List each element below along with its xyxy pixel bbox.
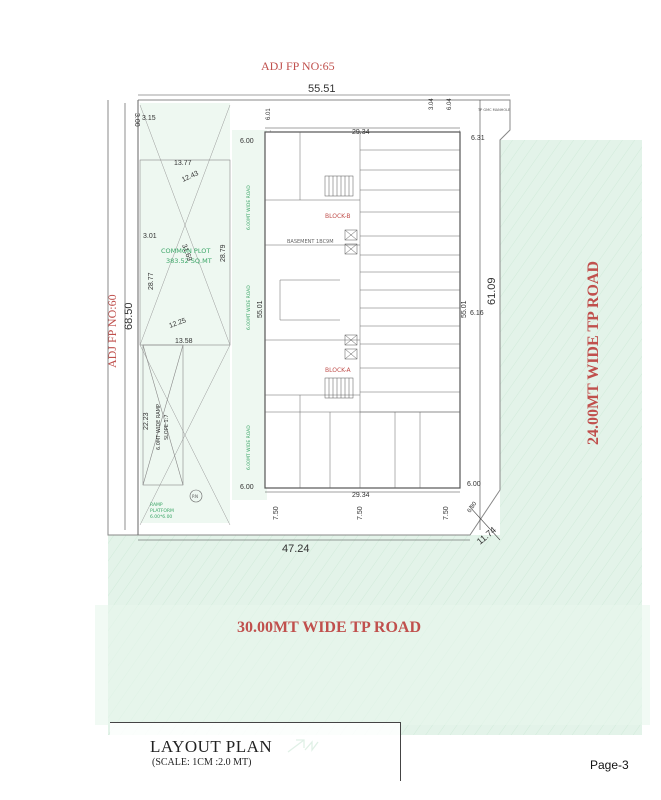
- wide-road-label-2: 6.00MT WIDE ROAD: [246, 285, 252, 330]
- wide-road-label-1: 6.00MT WIDE ROAD: [246, 185, 252, 230]
- plot-boundary: [107, 99, 511, 536]
- dim-22-23: 22.23: [143, 412, 150, 430]
- dim-7-50-b: 7.50: [357, 506, 364, 520]
- ramp-slope-label: SLOPE 1:7: [164, 414, 170, 440]
- dim-13-77: 13.77: [174, 160, 192, 167]
- building-footprint: [264, 131, 461, 489]
- road-area-bottom: [95, 535, 650, 735]
- dim-55-01-left: 55.01: [257, 300, 264, 318]
- dim-29-34-top: 29.34: [352, 129, 370, 136]
- dimension-lines: [124, 94, 510, 541]
- tp-manhole-label: TP GMC MANHOLE: [477, 108, 510, 112]
- dim-3-00: 3.00: [133, 113, 140, 127]
- dim-13-58: 13.58: [175, 338, 193, 345]
- ramp-platform-size-label: 6.00*6.00: [150, 514, 172, 520]
- ramp-label: 6.0MT WIDE RAMP: [156, 404, 162, 450]
- block-b-plan: [265, 132, 460, 488]
- title-block: LAYOUT PLAN (SCALE: 1CM :2.0 MT): [110, 722, 401, 781]
- common-plot-area: [139, 159, 231, 346]
- dim-6-01: 6.01: [266, 108, 272, 120]
- dim-6-04: 6.04: [447, 98, 453, 110]
- block-a-label: BLOCK-A: [325, 367, 351, 374]
- dim-55-51: 55.51: [308, 83, 336, 95]
- adj-fp-top: ADJ FP NO:65: [261, 59, 335, 73]
- road-bottom-label: 30.00MT WIDE TP ROAD: [237, 619, 421, 636]
- plan-scale: (SCALE: 1CM :2.0 MT): [152, 757, 252, 768]
- block-b-label: BLOCK-B: [325, 213, 351, 220]
- dim-61-09: 61.09: [486, 277, 498, 305]
- dim-6-00-br: 6.00: [467, 481, 481, 488]
- dim-28-79: 28.79: [220, 244, 227, 262]
- road-right-label: 24.00MT WIDE TP ROAD: [585, 261, 602, 445]
- dim-28-77: 28.77: [148, 272, 155, 290]
- page-label: Page-3: [590, 758, 629, 772]
- plan-title: LAYOUT PLAN: [150, 737, 273, 756]
- dim-7-50-a: 7.50: [273, 506, 280, 520]
- dimension-labels: 55.51 3.00 3.15 3.04 6.04 6.01 6.00 6.31…: [123, 83, 498, 555]
- dim-29-34-bottom: 29.34: [352, 492, 370, 499]
- side-strip-left: [140, 103, 267, 523]
- north-mark-label: P.N: [192, 494, 198, 499]
- dim-68-50: 68.50: [123, 302, 135, 330]
- ramp-platform-label: RAMP: [150, 502, 163, 508]
- dim-3-15: 3.15: [142, 115, 156, 122]
- common-plot-area-label: 383.52 SQ.MT: [166, 257, 212, 265]
- common-plot-label: COMMON PLOT: [161, 247, 210, 255]
- dim-6-80: 6.80: [467, 501, 479, 515]
- ramp-area: [142, 344, 184, 486]
- dim-55-01-right: 55.01: [461, 300, 468, 318]
- ramp-platform-label-2: PLATFORM: [150, 508, 174, 514]
- basement-label: BASEMENT 1BC9M: [287, 239, 334, 245]
- dim-6-31: 6.31: [471, 135, 485, 142]
- dim-7-50-c: 7.50: [443, 506, 450, 520]
- road-area-right: [500, 140, 642, 540]
- north-mark-icon: [189, 489, 203, 503]
- adj-fp-left: ADJ FP NO:60: [105, 294, 119, 368]
- dim-3-01: 3.01: [143, 233, 157, 240]
- dim-6-00-tl: 6.00: [240, 138, 254, 145]
- dim-47-24: 47.24: [282, 543, 310, 555]
- dim-6-00-bl: 6.00: [240, 484, 254, 491]
- lift-core: [344, 229, 358, 360]
- stair-block-a: [324, 377, 354, 399]
- dim-6-16: 6.16: [470, 310, 484, 317]
- stair-block-b: [324, 175, 354, 197]
- dim-3-04: 3.04: [429, 98, 435, 110]
- wide-road-label-3: 6.00MT WIDE ROAD: [246, 425, 252, 470]
